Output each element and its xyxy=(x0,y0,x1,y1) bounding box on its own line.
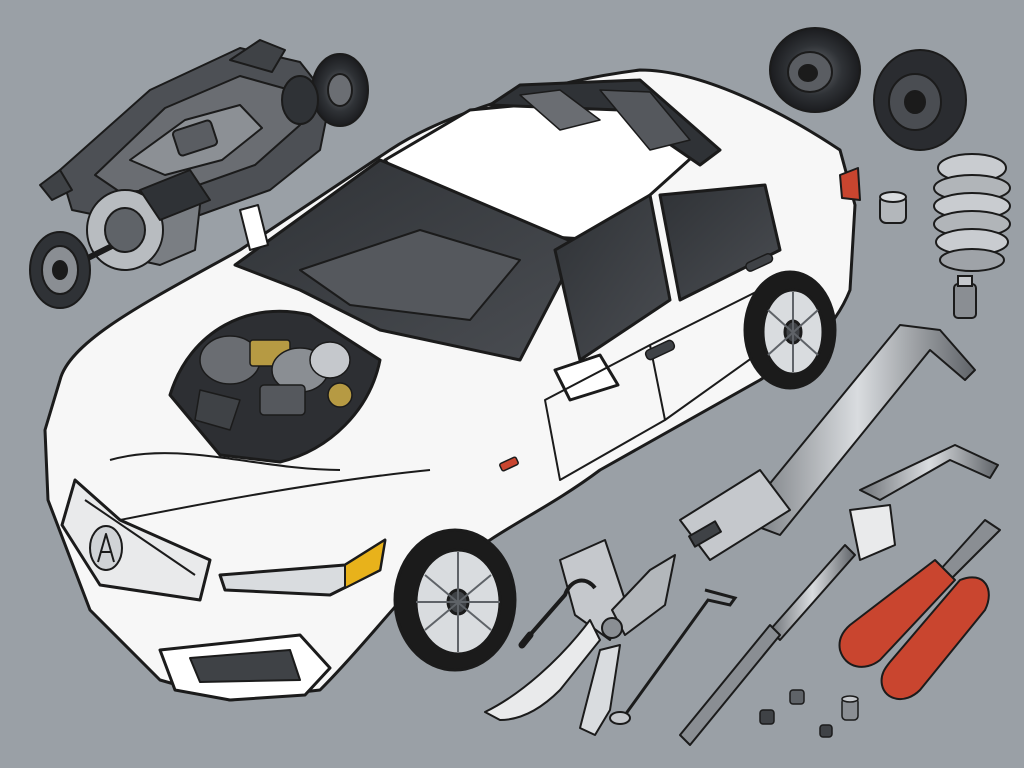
red-handle-tool-1 xyxy=(838,519,1001,668)
engine-bay xyxy=(194,335,353,431)
small-bushing xyxy=(879,191,907,224)
side-window-front xyxy=(553,193,672,362)
wheel-icon xyxy=(769,27,861,113)
probe-tool xyxy=(609,588,738,725)
hook-tool xyxy=(518,578,597,649)
door-handle-rear xyxy=(745,253,774,272)
engine-assembly xyxy=(29,39,369,309)
pulley-part xyxy=(873,49,967,151)
rear-wheel xyxy=(743,270,837,390)
side-window-rear xyxy=(658,183,782,302)
acura-logo-icon xyxy=(89,525,123,571)
car xyxy=(43,68,861,702)
pry-bar-tool xyxy=(859,444,999,501)
tail-light xyxy=(839,167,861,201)
nuts-and-sockets xyxy=(759,689,859,738)
red-handle-tool-2 xyxy=(880,576,990,700)
door-handle-front xyxy=(644,339,676,361)
spring-icon xyxy=(933,153,1011,272)
side-marker xyxy=(499,456,519,472)
wrench-icon xyxy=(679,324,976,561)
pliers-icon xyxy=(484,539,676,736)
screwdriver-icon xyxy=(679,504,896,746)
front-wheel xyxy=(393,528,517,672)
small-bolt xyxy=(953,275,977,319)
